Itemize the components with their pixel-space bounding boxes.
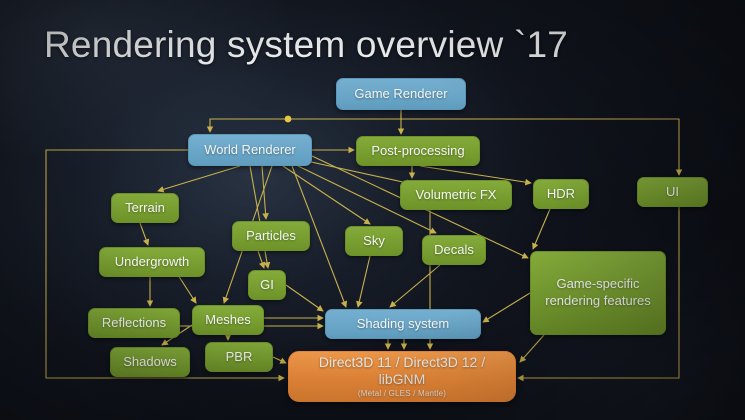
node-label-game-renderer: Game Renderer [354, 86, 448, 102]
node-label-ui: UI [666, 184, 679, 200]
node-gi[interactable]: GI [248, 270, 286, 300]
node-label-gpu-api: Direct3D 11 / Direct3D 12 / libGNM [318, 354, 486, 387]
node-label-reflections: Reflections [101, 315, 167, 331]
node-label-meshes: Meshes [205, 312, 251, 328]
wire-hdr-gamespecific [532, 208, 551, 250]
wire-terrain-undergrowth [139, 222, 150, 246]
node-game-renderer[interactable]: Game Renderer [336, 78, 466, 110]
node-label-game-specific: Game-specific rendering features [545, 276, 651, 308]
node-ui[interactable]: UI [637, 177, 708, 207]
node-label-decals: Decals [434, 242, 474, 258]
junction-dot-icon [284, 115, 292, 123]
node-label-sky: Sky [363, 233, 385, 249]
node-label-pbr: PBR [225, 349, 253, 365]
node-sublabel-gpu-api: (Metal / GLES / Mantle) [357, 389, 447, 399]
wire-worldrenderer-sky [282, 165, 371, 225]
wire-gamespecific-shadingsystem [482, 292, 531, 323]
node-shading-system[interactable]: Shading system [325, 309, 481, 339]
node-label-hdr: HDR [546, 186, 576, 202]
node-label-undergrowth: Undergrowth [114, 254, 190, 270]
node-particles[interactable]: Particles [232, 221, 310, 251]
wire-gamerenderer-worldrenderer [206, 110, 402, 133]
node-post-processing[interactable]: Post-processing [356, 136, 480, 166]
node-terrain[interactable]: Terrain [111, 193, 179, 223]
wire-gamespecific-gpuapi [519, 334, 545, 363]
node-game-specific[interactable]: Game-specific rendering features [530, 251, 666, 335]
node-label-world-renderer: World Renderer [204, 142, 296, 158]
node-world-renderer[interactable]: World Renderer [188, 134, 312, 166]
wire-sky-shadingsystem [356, 255, 371, 308]
wire-decals-shadingsystem [389, 264, 441, 308]
node-reflections[interactable]: Reflections [88, 308, 180, 338]
wire-worldrenderer-terrain [157, 165, 241, 193]
node-label-volumetric-fx: Volumetric FX [415, 187, 497, 203]
wire-gi-shadingsystem [285, 284, 324, 312]
node-undergrowth[interactable]: Undergrowth [99, 247, 205, 277]
wire-particles-gi [257, 250, 266, 269]
node-hdr[interactable]: HDR [533, 179, 589, 209]
node-label-post-processing: Post-processing [371, 143, 465, 159]
node-gpu-api[interactable]: Direct3D 11 / Direct3D 12 / libGNM (Metal… [288, 351, 516, 402]
wire-pbr-gpuapi [272, 356, 287, 364]
node-shadows[interactable]: Shadows [110, 347, 190, 377]
wire-worldrenderer-gi [249, 165, 271, 269]
node-label-shadows: Shadows [123, 354, 177, 370]
node-label-particles: Particles [246, 228, 296, 244]
wire-worldrenderer-particles [261, 165, 269, 220]
node-meshes[interactable]: Meshes [192, 305, 264, 335]
node-sky[interactable]: Sky [345, 226, 403, 256]
wire-undergrowth-meshes [177, 274, 197, 304]
node-volumetric-fx[interactable]: Volumetric FX [400, 180, 512, 210]
node-label-gi: GI [260, 277, 274, 293]
node-decals[interactable]: Decals [422, 235, 486, 265]
node-label-terrain: Terrain [125, 200, 165, 216]
node-pbr[interactable]: PBR [205, 342, 273, 372]
page-title: Rendering system overview `17 [44, 24, 569, 65]
node-label-shading-system: Shading system [356, 316, 450, 332]
